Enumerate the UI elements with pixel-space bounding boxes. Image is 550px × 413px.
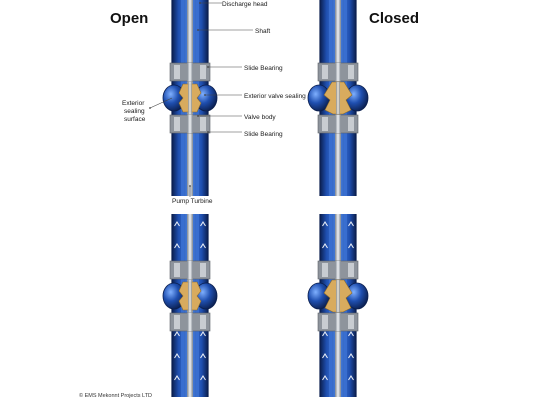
shaft [336,82,340,114]
bearing-pad [322,65,328,79]
callout-dot [207,131,209,133]
flow-arrow-icon [322,374,328,381]
bearing-pad [348,263,354,277]
shaft [188,82,192,114]
valve-column-3 [162,214,218,397]
flow-arrow-icon [348,330,354,337]
shaft [187,63,193,81]
shaft [335,261,341,279]
bearing-pad [174,315,180,329]
flow-arrow-icon [174,374,180,381]
bearing-pad [174,117,180,131]
flow-arrow-icon [174,220,180,227]
bearing-pad [200,65,206,79]
flow-arrow-icon [322,242,328,249]
callout-dot [197,115,199,117]
flow-arrow-icon [174,330,180,337]
valve-column-1 [162,0,218,196]
label-slide-bearing-bottom: Slide Bearing [244,131,283,138]
bearing-pad [348,315,354,329]
shaft [335,313,341,331]
bearing-pad [200,117,206,131]
flow-arrow-icon [200,242,206,249]
label-exterior-sealing-surface-3: surface [124,116,146,123]
shaft [335,63,341,81]
flow-arrow-icon [200,374,206,381]
bearing-pad [200,315,206,329]
bearing-pad [200,263,206,277]
shaft [187,115,193,133]
bearing-pad [322,117,328,131]
bearing-pad [174,263,180,277]
flow-arrow-icon [348,220,354,227]
label-exterior-sealing-surface-1: Exterior [122,100,145,107]
shaft [336,280,340,312]
callout-leader [149,97,173,109]
shaft [187,313,193,331]
valve-column-2 [307,0,369,196]
bearing-pad [348,65,354,79]
flow-arrow-icon [200,220,206,227]
callout-dot [207,66,209,68]
label-shaft: Shaft [255,28,271,35]
flow-arrow-icon [174,352,180,359]
callout-dot [189,185,191,187]
shaft [187,261,193,279]
bearing-pad [322,315,328,329]
label-valve-body: Valve body [244,114,276,121]
flow-arrow-icon [322,352,328,359]
label-exterior-valve-sealing: Exterior valve sealing [244,93,306,100]
flow-arrow-icon [322,220,328,227]
shaft [188,280,192,312]
callout-dot [197,29,199,31]
label-exterior-sealing-surface-2: sealing [124,108,145,115]
label-slide-bearing-top: Slide Bearing [244,65,283,72]
flow-arrow-icon [200,352,206,359]
valve-column-4 [307,214,369,397]
shaft [335,115,341,133]
label-pump-turbine: Pump Turbine [172,198,213,205]
flow-arrow-icon [348,352,354,359]
callout-dot [204,94,206,96]
bearing-pad [322,263,328,277]
flow-arrow-icon [348,374,354,381]
bearing-pad [174,65,180,79]
heading-open: Open [110,10,149,27]
bearing-pad [348,117,354,131]
callout-dot [149,107,151,109]
label-discharge-head: Discharge head [222,1,268,8]
heading-closed: Closed [369,10,420,27]
flow-arrow-icon [174,242,180,249]
flow-arrow-icon [200,330,206,337]
flow-arrow-icon [322,330,328,337]
flow-arrow-icon [348,242,354,249]
copyright-notice: © EMS Mekonnt Projects LTD [79,393,153,399]
callout-dot [199,2,201,4]
